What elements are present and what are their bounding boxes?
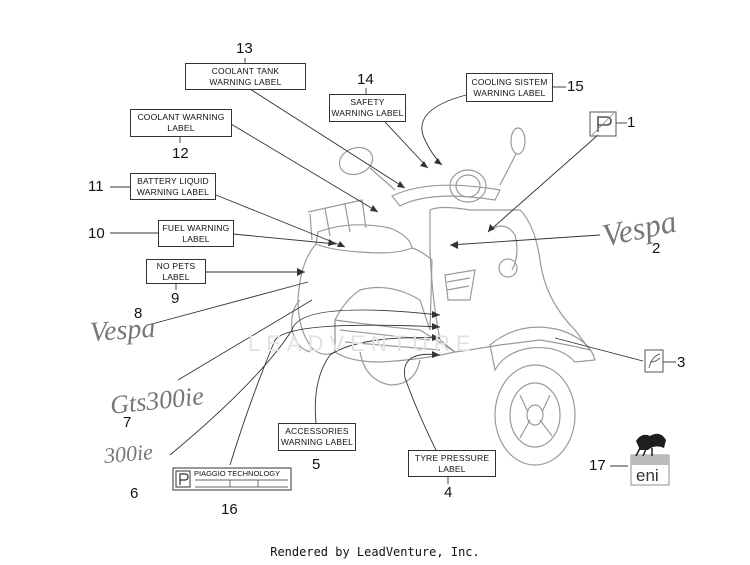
callout-12: 12: [172, 145, 189, 162]
vespa-script-logo-side: Vespa: [88, 312, 157, 349]
callout-1: 1: [627, 114, 636, 131]
accessories-line1: ACCESSORIES: [285, 426, 349, 436]
coolant-warning-label: COOLANT WARNING LABEL: [130, 109, 232, 137]
footer-credit: Rendered by LeadVenture, Inc.: [270, 545, 480, 559]
piaggio-technology-plate: [172, 467, 292, 491]
watermark: LEADVENTURE: [248, 331, 477, 356]
callout-11: 11: [88, 178, 104, 195]
callout-15: 15: [567, 78, 584, 95]
eni-text: eni: [636, 466, 659, 485]
arrowheads: [297, 158, 495, 358]
coolant-warning-line1: COOLANT WARNING: [137, 112, 225, 122]
fuel-warning-line2: LABEL: [182, 233, 210, 244]
coolant-warning-line2: LABEL: [167, 123, 195, 133]
callout-3: 3: [677, 354, 686, 371]
callout-9: 9: [171, 290, 180, 307]
callout-10: 10: [88, 225, 105, 242]
cooling-sistem-line2: WARNING LABEL: [473, 87, 546, 98]
callout-2: 2: [652, 240, 661, 257]
eni-badge: [630, 433, 670, 486]
fuel-warning-label: FUEL WARNING LABEL: [158, 220, 234, 247]
coolant-tank-line1: COOLANT TANK: [211, 65, 280, 76]
tyre-pressure-label: TYRE PRESSURE LABEL: [408, 450, 496, 477]
fuel-warning-line1: FUEL WARNING: [162, 222, 230, 233]
tyre-pressure-line1: TYRE PRESSURE: [414, 452, 490, 463]
no-pets-line2: LABEL: [162, 271, 190, 282]
callout-5: 5: [312, 456, 321, 473]
leader-lines: [110, 58, 676, 484]
tyre-pressure-line2: LABEL: [438, 463, 466, 474]
callout-4: 4: [444, 484, 453, 501]
accessories-line2: WARNING LABEL: [280, 437, 354, 447]
accessories-warning-label: ACCESSORIES WARNING LABEL: [278, 423, 356, 451]
no-pets-label: NO PETS LABEL: [146, 259, 206, 284]
no-pets-line1: NO PETS: [156, 260, 196, 271]
piaggio-technology-text: PIAGGIO TECHNOLOGY: [194, 469, 281, 478]
scooter-outline: [291, 127, 596, 466]
p-badge-decal: [589, 111, 617, 137]
battery-liquid-line2: WARNING LABEL: [136, 186, 210, 197]
battery-liquid-line1: BATTERY LIQUID: [137, 175, 209, 186]
callout-14: 14: [357, 71, 374, 88]
coolant-tank-line2: WARNING LABEL: [209, 76, 282, 87]
callout-8: 8: [134, 305, 143, 322]
callout-17: 17: [589, 457, 606, 474]
callout-13: 13: [236, 40, 253, 57]
coolant-tank-warning-label: COOLANT TANK WARNING LABEL: [185, 63, 306, 90]
safety-line2: WARNING LABEL: [331, 108, 404, 118]
safety-line1: SAFETY: [350, 97, 385, 107]
cooling-sistem-line1: COOLING SISTEM: [471, 76, 548, 87]
300ie-script-logo: 300ie: [102, 438, 154, 469]
callout-6: 6: [130, 485, 139, 502]
callout-7: 7: [123, 414, 132, 431]
battery-liquid-warning-label: BATTERY LIQUID WARNING LABEL: [130, 173, 216, 200]
cooling-sistem-warning-label: COOLING SISTEM WARNING LABEL: [466, 73, 553, 102]
small-vespa-decal: [644, 349, 664, 373]
safety-warning-label: SAFETY WARNING LABEL: [329, 94, 406, 122]
callout-16: 16: [221, 501, 238, 518]
